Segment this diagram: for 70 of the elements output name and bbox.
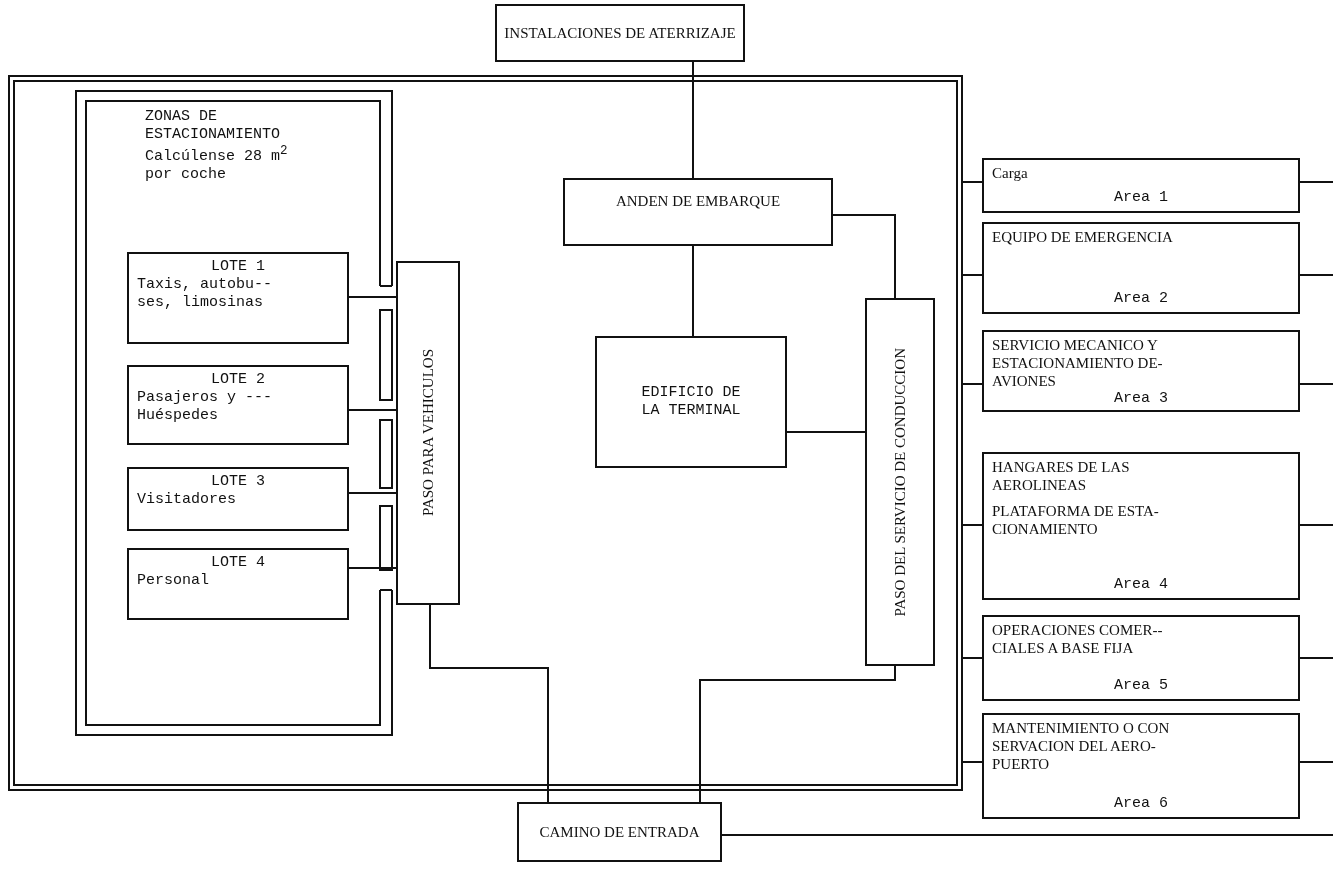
connector-line xyxy=(962,274,983,276)
zone-note: Calcúlense 28 m$^{2}$ por coche xyxy=(145,144,289,184)
connector-line xyxy=(1299,274,1333,276)
area-number: Area 3 xyxy=(1113,390,1169,408)
connector-line xyxy=(962,761,983,763)
passage-label: PASO DEL SERVICIO DE CONDUCCION xyxy=(891,347,909,617)
connector-line xyxy=(348,492,397,494)
connector-line xyxy=(348,409,397,411)
connector-line xyxy=(1299,657,1333,659)
connector-line xyxy=(832,214,896,299)
connector-line xyxy=(348,296,397,298)
box-label: ANDEN DE EMBARQUE xyxy=(614,192,782,210)
passage-label: PASO PARA VEHICULOS xyxy=(419,349,437,517)
connector-line xyxy=(1299,383,1333,385)
area-number: Area 4 xyxy=(1113,576,1169,594)
process-box xyxy=(563,178,833,246)
lot-description: Pasajeros y --- Huéspedes xyxy=(137,389,274,425)
area-description: MANTENIMIENTO O CON SERVACION DEL AERO- PUERTO xyxy=(992,719,1171,773)
connector-line xyxy=(721,834,1333,836)
parking-lot-box xyxy=(127,252,349,344)
parking-lot-box xyxy=(127,467,349,531)
lot-title: LOTE 3 xyxy=(210,473,266,491)
box-label: EDIFICIO DE LA TERMINAL xyxy=(640,384,742,420)
area-box xyxy=(982,713,1300,819)
area-box xyxy=(982,330,1300,412)
process-box xyxy=(517,802,722,862)
airport-boundary-frame xyxy=(8,75,963,791)
connector-line xyxy=(348,567,397,569)
box-label: INSTALACIONES DE ATERRIZAJE xyxy=(504,24,736,42)
area-number: Area 1 xyxy=(1113,189,1169,207)
passage-box xyxy=(865,298,935,666)
lot-title: LOTE 4 xyxy=(210,554,266,572)
area-box xyxy=(982,615,1300,701)
parking-zone-frame xyxy=(75,90,393,736)
area-description: OPERACIONES COMER-- CIALES A BASE FIJA xyxy=(992,621,1164,657)
area-description: HANGARES DE LAS AEROLINEAS xyxy=(992,458,1131,494)
area-number: Area 5 xyxy=(1113,677,1169,695)
parking-lot-box xyxy=(127,548,349,620)
passage-box xyxy=(396,261,460,605)
lot-title: LOTE 1 xyxy=(210,258,266,276)
connector-line xyxy=(1299,761,1333,763)
area-description: PLATAFORMA DE ESTA- CIONAMIENTO xyxy=(992,502,1160,538)
parking-lot-box xyxy=(127,365,349,445)
connector-line xyxy=(1299,181,1333,183)
connector-line xyxy=(962,181,983,183)
connector-line xyxy=(429,604,549,803)
area-number: Area 2 xyxy=(1113,290,1169,308)
process-box xyxy=(495,4,745,62)
connector-line xyxy=(1299,524,1333,526)
connector-line xyxy=(692,61,694,179)
connector-line xyxy=(699,665,896,803)
connector-line xyxy=(692,245,694,337)
connector-line xyxy=(962,524,983,526)
lot-description: Personal xyxy=(137,572,210,590)
connector-line xyxy=(786,431,866,433)
area-box xyxy=(982,222,1300,314)
area-description: SERVICIO MECANICO Y ESTACIONAMIENTO DE- AVIONES xyxy=(992,336,1164,390)
area-description: Carga xyxy=(992,164,1029,182)
box-label: CAMINO DE ENTRADA xyxy=(539,823,700,841)
zone-heading: ZONAS DE ESTACIONAMIENTO xyxy=(145,108,282,144)
area-description: EQUIPO DE EMERGENCIA xyxy=(992,228,1174,246)
connector-line xyxy=(962,657,983,659)
lot-title: LOTE 2 xyxy=(210,371,266,389)
area-box xyxy=(982,158,1300,213)
area-box xyxy=(982,452,1300,600)
lot-description: Taxis, autobu-- ses, limosinas xyxy=(137,276,274,312)
area-number: Area 6 xyxy=(1113,795,1169,813)
connector-line xyxy=(962,383,983,385)
process-box xyxy=(595,336,787,468)
lot-description: Visitadores xyxy=(137,491,238,509)
